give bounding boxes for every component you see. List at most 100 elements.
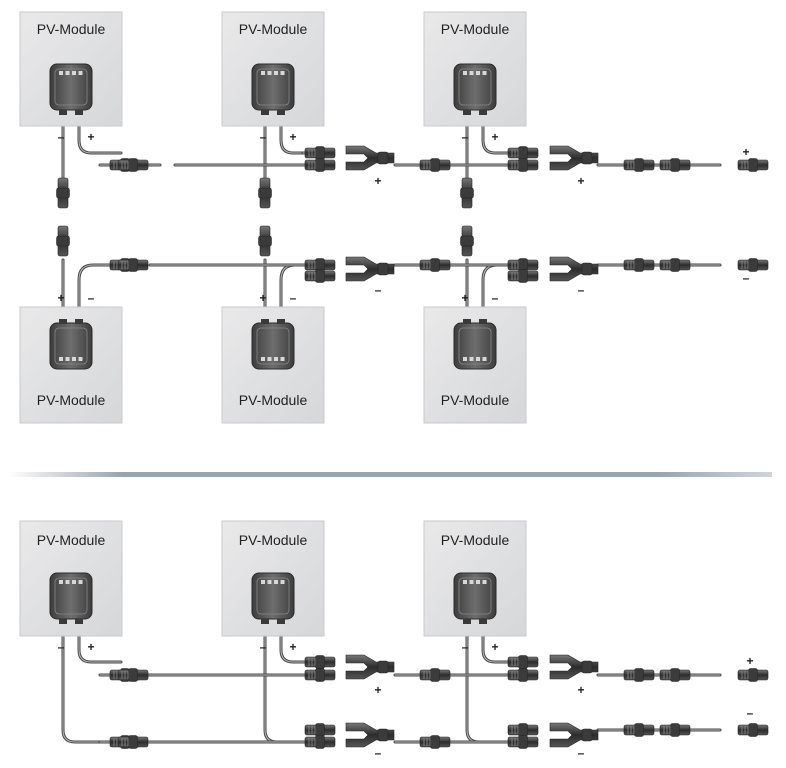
mc4-connector [623, 723, 655, 737]
minus-label: – [578, 283, 585, 297]
plus-label: + [87, 640, 94, 654]
mc4-connector [659, 668, 691, 682]
plus-lead-cable [279, 108, 325, 155]
mc4-connector [623, 668, 655, 682]
pv-module-label: PV-Module [441, 21, 510, 37]
junction-box [453, 572, 497, 624]
plus-lead-cable [481, 618, 527, 664]
mc4-connector [258, 225, 272, 257]
minus-label: – [375, 283, 382, 297]
mc4-connector [56, 225, 70, 257]
minus-label: – [260, 640, 267, 654]
pv-module-label: PV-Module [441, 392, 510, 408]
pv-module-label: PV-Module [441, 532, 510, 548]
minus-lead-cable [465, 618, 517, 744]
mc4-connector [304, 735, 336, 749]
mc4-connector [737, 158, 769, 172]
plus-label: + [259, 291, 266, 305]
branch-connector-minus [549, 256, 599, 282]
minus-label: – [492, 291, 499, 305]
minus-label: – [58, 640, 65, 654]
junction-box [49, 63, 93, 115]
branch-connector-plus [549, 654, 599, 680]
mc4-connector [419, 735, 451, 749]
mc4-connector [460, 225, 474, 257]
plus-label: + [289, 640, 296, 654]
mc4-connector [460, 177, 474, 209]
plus-lead-cable [77, 618, 123, 664]
mc4-connector [56, 177, 70, 209]
plus-label: + [577, 683, 584, 697]
junction-box [453, 63, 497, 115]
minus-lead-cable [263, 618, 315, 744]
plus-lead-cable [279, 618, 325, 664]
minus-label: – [462, 130, 469, 144]
junction-box [251, 572, 295, 624]
section-separator [8, 472, 772, 477]
branch-connector-minus [345, 722, 395, 748]
minus-label: – [462, 640, 469, 654]
branch-connector-minus [549, 722, 599, 748]
mc4-connector [507, 668, 539, 682]
pv-module-label: PV-Module [239, 21, 308, 37]
pv-module-label: PV-Module [239, 532, 308, 548]
mc4-connector [659, 158, 691, 172]
minus-label: – [290, 291, 297, 305]
mc4-connector [419, 158, 451, 172]
junction-box [49, 572, 93, 624]
mc4-connector [304, 655, 336, 669]
mc4-connector [304, 668, 336, 682]
plus-lead-cable [481, 108, 527, 155]
mc4-connector [507, 723, 539, 737]
minus-label: – [260, 130, 267, 144]
branch-connector-minus [345, 256, 395, 282]
plus-label: + [742, 145, 749, 159]
minus-label: – [58, 130, 65, 144]
minus-lead-cable [77, 263, 125, 322]
mc4-connector [117, 158, 149, 172]
mc4-connector [507, 158, 539, 172]
mc4-connector [419, 668, 451, 682]
mc4-connector [507, 735, 539, 749]
mc4-connector [419, 258, 451, 272]
junction-box [453, 319, 497, 370]
mc4-connector [507, 655, 539, 669]
mc4-connector [304, 146, 336, 160]
mc4-connector [304, 269, 336, 283]
plus-label: + [289, 130, 296, 144]
plus-label: + [57, 291, 64, 305]
junction-box [251, 63, 295, 115]
minus-label: – [747, 706, 754, 720]
mc4-connector [117, 668, 149, 682]
junction-box [49, 319, 93, 370]
mc4-connector [507, 269, 539, 283]
plus-label: + [461, 291, 468, 305]
plus-label: + [374, 683, 381, 697]
minus-label: – [578, 746, 585, 760]
mc4-connector [117, 735, 149, 749]
mc4-connector [737, 668, 769, 682]
plus-label: + [374, 174, 381, 188]
mc4-connector [258, 177, 272, 209]
pv-module-label: PV-Module [37, 392, 106, 408]
minus-label: – [88, 291, 95, 305]
mc4-connector [507, 146, 539, 160]
mc4-connector [623, 158, 655, 172]
minus-label: – [375, 746, 382, 760]
mc4-connector [117, 258, 149, 272]
plus-label: + [577, 174, 584, 188]
minus-label: – [743, 271, 750, 285]
minus-lead-cable [61, 618, 113, 744]
junction-box [251, 319, 295, 370]
pv-module-label: PV-Module [37, 21, 106, 37]
pv-module-label: PV-Module [239, 392, 308, 408]
mc4-connector [659, 723, 691, 737]
mc4-connector [304, 158, 336, 172]
branch-connector-plus [345, 145, 395, 171]
mc4-connector [737, 258, 769, 272]
pv-module-label: PV-Module [37, 532, 106, 548]
branch-connector-plus [345, 654, 395, 680]
mc4-connector [304, 723, 336, 737]
mc4-connector [659, 258, 691, 272]
